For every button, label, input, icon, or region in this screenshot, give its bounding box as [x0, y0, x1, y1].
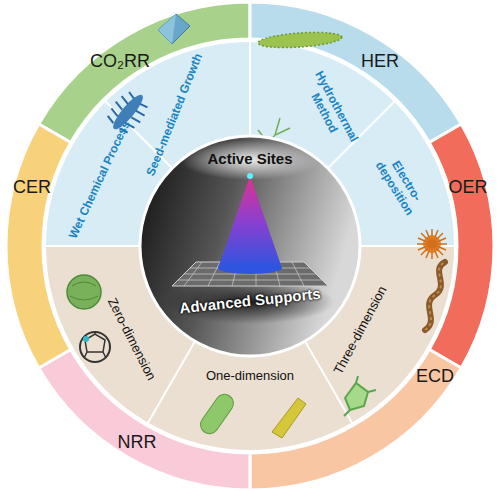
ring-label-box: CER — [8, 177, 57, 198]
spiky-ball-spikes — [417, 229, 447, 259]
rod-icon — [272, 398, 306, 438]
sector-divider — [46, 245, 140, 247]
node-label: OER — [443, 177, 493, 198]
crystal-facet — [158, 14, 176, 44]
node-label: CER — [8, 177, 57, 198]
support-grid — [178, 262, 322, 286]
ring-label-box: CO₂RR — [85, 51, 155, 72]
support-plane — [172, 262, 328, 286]
core-circle: Active SitesAdvanced Supports — [140, 136, 360, 356]
rope-detail — [425, 262, 445, 330]
node-label: NRR — [113, 432, 162, 453]
ring-label-box: HER — [356, 51, 405, 72]
capsule-icon — [197, 391, 237, 437]
fullerene-icon — [80, 332, 110, 362]
node-label: Seed-mediated Growth — [143, 49, 207, 181]
ring-label-box: NRR — [113, 432, 162, 453]
method-box: Hydrothermal Method — [296, 62, 365, 159]
rope-icon — [425, 262, 445, 330]
core-heading: Active Sites — [140, 150, 360, 167]
core-subheading: Advanced Supports — [140, 281, 361, 321]
fullerene-atom — [83, 336, 89, 342]
method-box: Wet Chemical Process — [65, 116, 135, 244]
dimension-box: One-dimension — [203, 368, 298, 383]
sphere-detail — [70, 282, 98, 300]
ring-segment — [6, 124, 71, 368]
cone-base — [218, 262, 282, 274]
node-label: Wet Chemical Process — [65, 116, 135, 244]
sector-divider — [249, 42, 251, 136]
node-label: One-dimension — [203, 368, 298, 383]
fuzzy-rod-icon — [258, 30, 343, 50]
ring-segment — [250, 2, 461, 143]
crystal-icon — [158, 14, 190, 44]
node-label: ECD — [411, 366, 460, 387]
ring-label-box: OER — [443, 177, 493, 198]
spiky-ball-icon — [417, 229, 447, 259]
node-label: Hydrothermal Method — [296, 62, 365, 159]
dimension-box: Zero-dimension — [103, 292, 160, 385]
node-label: Electro-deposition — [368, 146, 431, 224]
dimension-box: Three-dimension — [329, 281, 391, 380]
cluster-icon — [344, 376, 376, 416]
wheel-sectors — [6, 2, 494, 490]
node-label: Three-dimension — [329, 281, 391, 380]
method-box: Electro-deposition — [368, 146, 431, 224]
illustrations — [67, 14, 447, 438]
ring-label-box: ECD — [411, 366, 460, 387]
ring-segment — [39, 2, 250, 143]
node-label: CO₂RR — [85, 51, 155, 72]
sphere-icon — [67, 275, 101, 309]
core-disc — [140, 136, 360, 356]
node-label: Zero-dimension — [103, 292, 160, 385]
sector-divider — [148, 341, 195, 422]
node-label: HER — [356, 51, 405, 72]
method-box: Seed-mediated Growth — [143, 49, 207, 181]
cone-tip — [247, 173, 253, 179]
active-site-cone — [218, 176, 282, 268]
fullerene-cage — [84, 332, 106, 358]
